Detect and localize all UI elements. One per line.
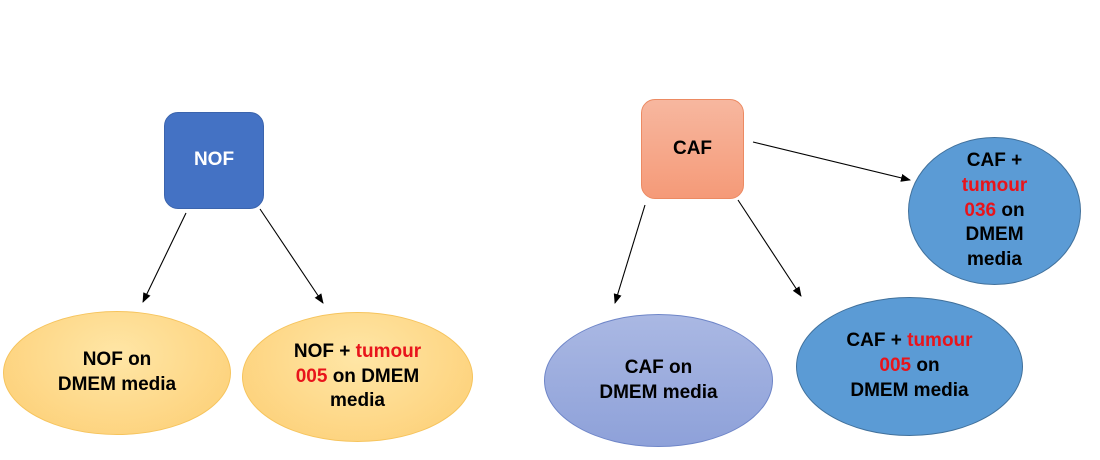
nof-tumour-005-node: NOF + tumour 005 on DMEM media	[242, 312, 473, 442]
caf-t036-highlight: tumour	[961, 174, 1028, 196]
nof-dmem-line2: DMEM media	[57, 374, 177, 395]
arrow-caf-to-caf-tumour-036	[752, 141, 911, 182]
caf-t036-line1: CAF +	[966, 150, 1023, 172]
nof-label: NOF	[193, 149, 235, 171]
arrow-nof-to-nof-tumour-005	[259, 208, 324, 304]
nof-node: NOF	[164, 112, 264, 209]
caf-label: CAF	[672, 137, 713, 159]
caf-t036-suffix: on	[996, 199, 1025, 221]
caf-t005-highlight2: 005	[879, 355, 912, 377]
nof-t005-suffix: on DMEM	[327, 365, 420, 387]
arrow-caf-to-caf-dmem	[613, 204, 646, 304]
caf-tumour-036-node: CAF + tumour 036 on DMEM media	[908, 137, 1081, 285]
arrow-nof-to-nof-dmem	[142, 212, 187, 303]
caf-t005-line3: DMEM media	[850, 379, 969, 401]
caf-dmem-node: CAF on DMEM media	[544, 314, 773, 447]
caf-t005-suffix: on	[911, 355, 940, 377]
caf-tumour-005-node: CAF + tumour 005 on DMEM media	[796, 297, 1023, 436]
caf-node: CAF	[641, 99, 744, 199]
caf-t036-highlight2: 036	[964, 199, 997, 221]
nof-t005-prefix: NOF +	[293, 340, 356, 362]
caf-t036-line5: media	[967, 249, 1022, 271]
nof-dmem-node: NOF on DMEM media	[3, 311, 231, 435]
arrow-caf-to-caf-tumour-005	[737, 199, 802, 297]
nof-t005-highlight2: 005	[295, 365, 328, 387]
caf-dmem-line1: CAF on	[624, 356, 693, 378]
nof-t005-line3: media	[330, 390, 385, 412]
caf-t036-line4: DMEM	[965, 224, 1024, 246]
nof-dmem-line1: NOF on	[82, 349, 152, 371]
caf-dmem-line2: DMEM media	[599, 381, 718, 403]
nof-t005-highlight: tumour	[355, 340, 422, 362]
caf-t005-highlight: tumour	[907, 330, 973, 352]
caf-t005-prefix: CAF +	[846, 330, 908, 352]
